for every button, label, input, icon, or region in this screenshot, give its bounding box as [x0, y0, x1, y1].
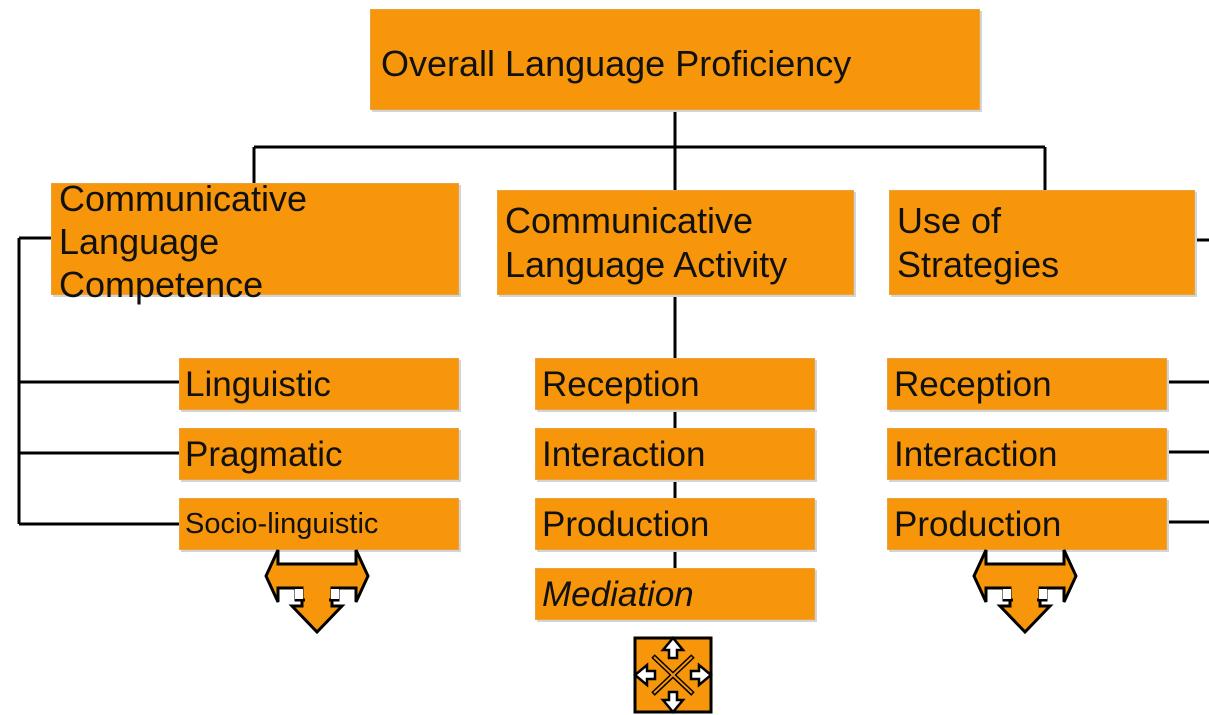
branch-competence-line-1: Communicative	[59, 178, 308, 219]
node-activity-production-label: Production	[542, 505, 710, 544]
merge-arrow-icon	[264, 549, 370, 634]
node-sociolinguistic: Socio-linguistic	[179, 498, 459, 550]
node-linguistic-label: Linguistic	[185, 365, 331, 404]
branch-strategies-line-1: Use of	[897, 200, 1002, 241]
branch-competence-line-3: Competence	[59, 264, 264, 305]
branch-activity-line-2: Language Activity	[505, 244, 788, 285]
node-linguistic: Linguistic	[179, 358, 459, 410]
node-activity-interaction: Interaction	[535, 428, 815, 480]
branch-activity-line-1: Communicative	[505, 200, 754, 241]
node-activity-mediation-label: Mediation	[542, 575, 694, 614]
node-activity-production: Production	[535, 498, 815, 550]
node-activity-mediation: Mediation	[535, 568, 815, 620]
node-pragmatic-label: Pragmatic	[185, 435, 343, 474]
node-activity-reception-label: Reception	[542, 365, 700, 404]
node-sociolinguistic-label: Socio-linguistic	[185, 508, 379, 540]
branch-activity-node: Communicative Language Activity	[497, 190, 854, 295]
branch-strategies-line-2: Strategies	[897, 244, 1060, 285]
branch-strategies-node: Use of Strategies	[889, 190, 1195, 295]
expand-arrows-icon	[633, 636, 713, 714]
node-strategy-reception: Reception	[887, 358, 1167, 410]
root-label: Overall Language Proficiency	[381, 43, 852, 84]
root-node: Overall Language Proficiency	[370, 9, 980, 110]
node-strategy-interaction-label: Interaction	[894, 435, 1058, 474]
node-activity-interaction-label: Interaction	[542, 435, 706, 474]
merge-arrow-icon	[972, 549, 1078, 634]
node-strategy-production: Production	[887, 498, 1167, 550]
node-strategy-production-label: Production	[894, 505, 1062, 544]
node-strategy-reception-label: Reception	[894, 365, 1052, 404]
node-activity-reception: Reception	[535, 358, 815, 410]
node-pragmatic: Pragmatic	[179, 428, 459, 480]
branch-competence-line-2: Language	[59, 221, 220, 262]
node-strategy-interaction: Interaction	[887, 428, 1167, 480]
branch-competence-node: Communicative Language Competence	[51, 178, 459, 305]
